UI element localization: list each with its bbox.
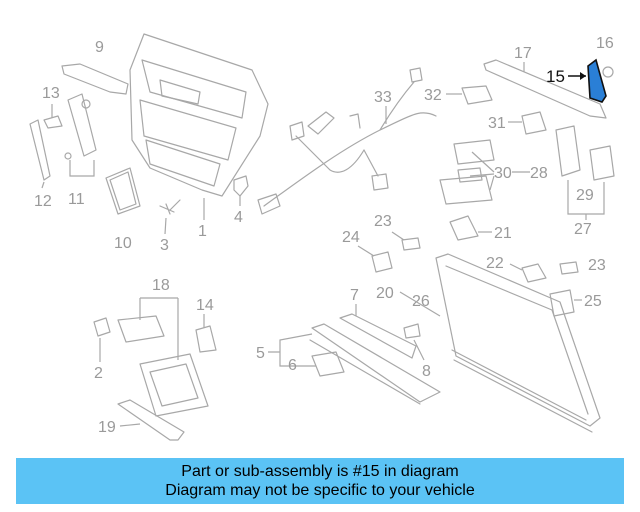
part-6-bracket [311, 351, 345, 377]
callout-11: 11 [68, 191, 85, 208]
callout-27: 27 [574, 221, 592, 238]
callout-18: 18 [152, 277, 170, 294]
callout-14: 14 [196, 297, 214, 314]
banner-line-2: Diagram may not be specific to your vehi… [165, 482, 475, 499]
part-4-clip [233, 175, 249, 197]
info-banner: Part or sub-assembly is #15 in diagram D… [16, 458, 624, 504]
callout-24: 24 [342, 229, 360, 246]
part-17-window-channel [483, 59, 607, 119]
callout-23-upper: 23 [374, 213, 392, 230]
callout-16: 16 [596, 35, 614, 52]
part-3-screw [159, 199, 181, 215]
part-23-clip-lower [559, 261, 579, 275]
part-22-clip [521, 263, 547, 283]
callout-1: 1 [198, 223, 207, 240]
callout-31: 31 [488, 115, 506, 132]
callout-4: 4 [234, 209, 243, 226]
callout-30: 30 [494, 165, 512, 182]
part-18-switch-panel [117, 315, 165, 343]
part-9-trim-strip [61, 63, 129, 95]
callout-8: 8 [422, 363, 431, 380]
callout-22: 22 [486, 255, 504, 272]
callout-26: 26 [412, 293, 430, 310]
callout-12: 12 [34, 193, 52, 210]
callout-5: 5 [256, 345, 265, 362]
part-11-pull-handle [67, 93, 97, 157]
callout-9: 9 [95, 39, 104, 56]
callout-32: 32 [424, 87, 442, 104]
part-30-bracket [453, 139, 495, 165]
part-10-speaker-grille [105, 167, 141, 215]
part-14-cap [195, 325, 217, 353]
exploded-parts-diagram: 9 13 12 11 1 10 3 4 [29, 33, 615, 441]
callout-2: 2 [94, 365, 103, 382]
part-5-sill-trim [311, 323, 441, 403]
part-32-switch [461, 85, 493, 105]
part-31-switch [521, 111, 547, 135]
callout-7: 7 [350, 287, 359, 304]
part-12-handle-trim [29, 119, 51, 181]
part-29-latch-bracket [555, 125, 581, 177]
part-2-plug [93, 317, 111, 337]
callout-23-lower: 23 [588, 257, 606, 274]
callout-20: 20 [376, 285, 394, 302]
part-33-wiring-harness [263, 112, 437, 207]
part-16-grommet [602, 66, 614, 78]
callout-25: 25 [584, 293, 602, 310]
callout-13: 13 [42, 85, 60, 102]
callout-17: 17 [514, 45, 532, 62]
callout-3: 3 [160, 237, 169, 254]
part-25-bracket [549, 289, 575, 317]
callout-10: 10 [114, 235, 132, 252]
part-23-clip-upper [401, 237, 421, 251]
callout-19: 19 [98, 419, 116, 436]
callout-15: 15 [546, 67, 565, 86]
callout-6: 6 [288, 357, 297, 374]
part-24-connector [371, 251, 393, 273]
callout-28: 28 [530, 165, 548, 182]
callout-29: 29 [576, 187, 594, 204]
part-7-seal [339, 313, 417, 359]
part-15-highlighted [587, 58, 607, 103]
part-26-sunshade [435, 253, 601, 427]
part-8-clip [403, 323, 421, 339]
part-19-gasket [117, 399, 185, 441]
callout-21: 21 [494, 225, 512, 242]
part-21-handle [449, 215, 479, 241]
banner-line-1: Part or sub-assembly is #15 in diagram [181, 463, 459, 480]
part-13-clip [43, 115, 63, 129]
callout-33: 33 [374, 89, 392, 106]
part-1-door-trim-panel [129, 33, 269, 197]
